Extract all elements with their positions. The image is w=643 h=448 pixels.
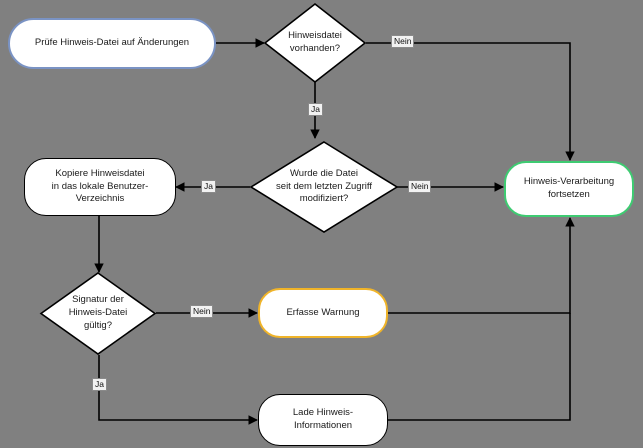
edge-warning-to-continue (388, 217, 575, 314)
edge-label-modified-no: Nein (408, 180, 432, 193)
node-start-label: Prüfe Hinweis-Datei auf Änderungen (34, 37, 190, 49)
file-exists-diamond-shape (263, 2, 367, 84)
signature-diamond-shape (39, 272, 157, 355)
edge-label-file-exists-no: Nein (391, 35, 415, 48)
node-warning-label: Erfasse Warnung (286, 306, 360, 318)
node-load-info[interactable]: Lade Hinweis- Informationen (258, 394, 388, 446)
edge-load-info-to-continue (388, 313, 571, 421)
node-continue[interactable]: Hinweis-Verarbeitung fortsetzen (504, 161, 634, 217)
node-warning[interactable]: Erfasse Warnung (258, 288, 388, 338)
edge-label-file-exists-yes: Ja (308, 103, 323, 116)
node-continue-line1: Hinweis-Verarbeitung (523, 176, 615, 188)
node-signature[interactable]: Signatur der Hinweis-Datei gültig? (39, 272, 157, 355)
node-start[interactable]: Prüfe Hinweis-Datei auf Änderungen (8, 18, 216, 69)
node-modified[interactable]: Wurde die Datei seit dem letzten Zugriff… (249, 141, 399, 233)
node-copy-line2: in das lokale Benutzer- (51, 180, 149, 192)
edge-label-modified-yes: Ja (201, 180, 216, 193)
modified-diamond-shape (249, 141, 399, 233)
node-copy-line3: Verzeichnis (75, 193, 125, 205)
node-copy[interactable]: Kopiere Hinweisdatei in das lokale Benut… (24, 158, 176, 216)
edge-label-signature-no: Nein (190, 305, 214, 318)
node-file-exists[interactable]: Hinweisdatei vorhanden? (263, 2, 367, 84)
edge-file-exists-no (366, 42, 575, 161)
node-continue-line2: fortsetzen (548, 189, 590, 200)
node-copy-line1: Kopiere Hinweisdatei (55, 167, 145, 179)
edge-label-signature-yes: Ja (92, 378, 107, 391)
edge-signature-yes (98, 355, 258, 425)
node-load-info-line1: Lade Hinweis- (292, 407, 354, 419)
node-load-info-line2: Informationen (293, 420, 353, 431)
